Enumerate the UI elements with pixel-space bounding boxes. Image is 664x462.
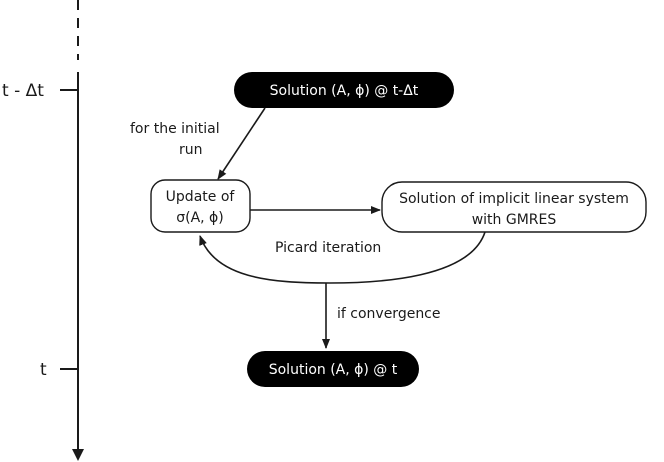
solution-current-node <box>247 351 419 387</box>
time-label-current: t <box>40 360 47 380</box>
solution-prev-label: Solution (A, ϕ) @ t-Δt <box>270 83 419 99</box>
timeline-arrow-icon <box>72 449 84 461</box>
initial-run-label-line2: run <box>179 142 203 158</box>
initial-run-arrow <box>217 107 266 180</box>
linear-system-label-line1: Solution of implicit linear system <box>399 191 629 207</box>
update-label-line1: Update of <box>166 189 236 205</box>
convergence-label: if convergence <box>337 306 441 322</box>
picard-loop-arrow <box>199 231 486 284</box>
linear-system-label-line2: with GMRES <box>472 212 557 228</box>
solution-current-label: Solution (A, ϕ) @ t <box>269 362 398 378</box>
time-label-prev: t - Δt <box>2 81 44 101</box>
picard-label: Picard iteration <box>275 240 381 256</box>
solution-prev-node <box>234 72 454 108</box>
linear-system-node <box>381 181 647 233</box>
update-node <box>150 179 251 233</box>
initial-run-label-line1: for the initial <box>130 121 220 137</box>
update-label-line2: σ(A, ϕ) <box>176 210 224 226</box>
